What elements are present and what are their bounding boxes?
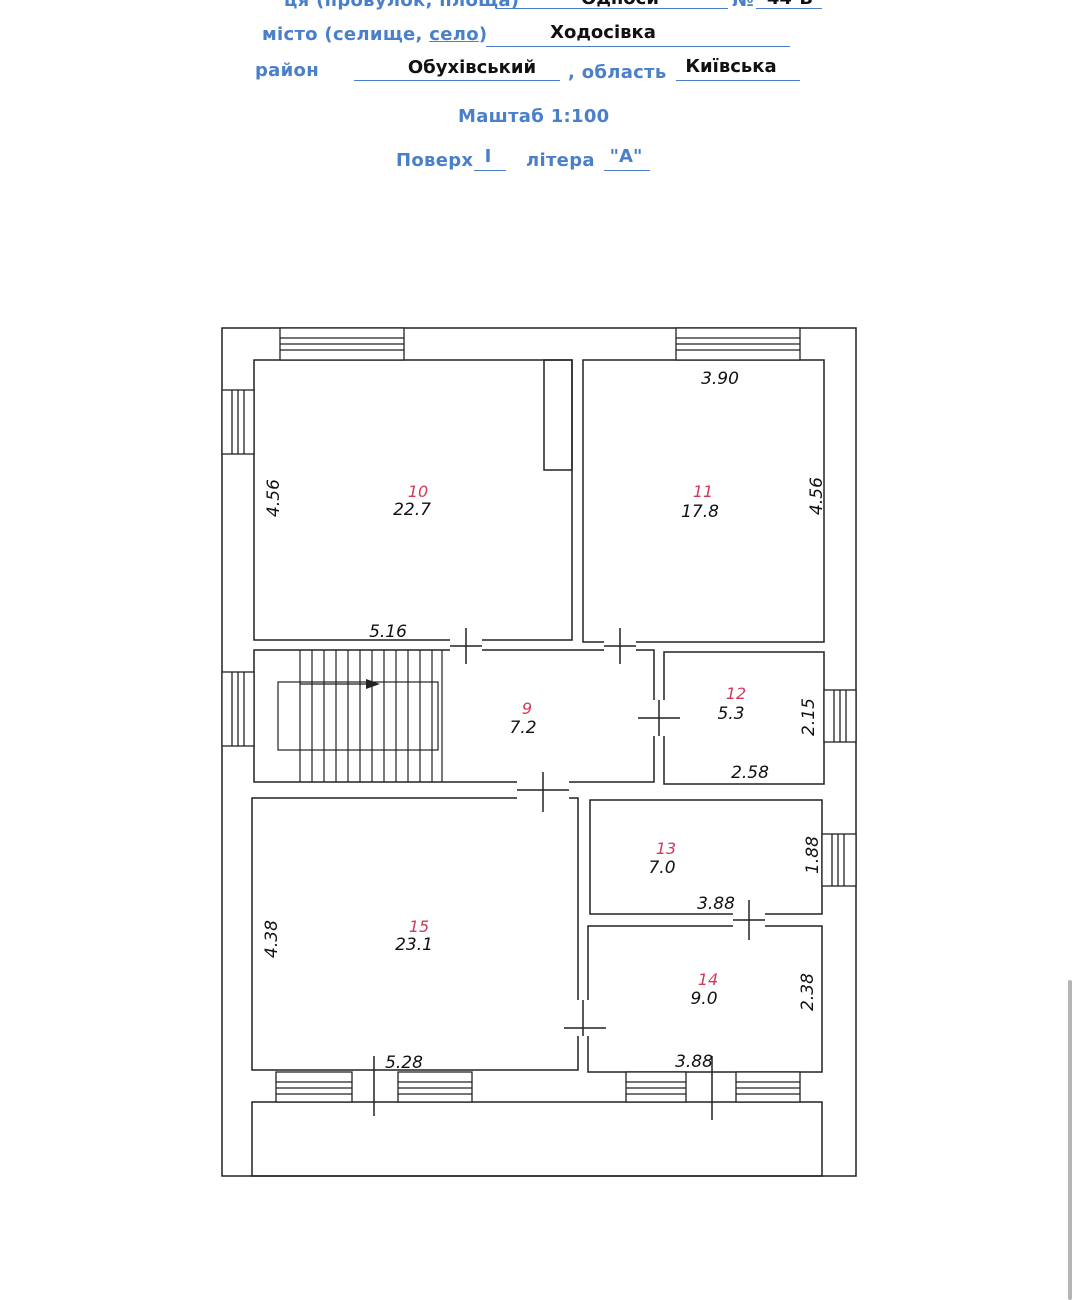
room-15-label: 15 23.1: [395, 917, 433, 955]
room-number: 9: [522, 699, 532, 718]
room-9-label: 9 7.2: [509, 699, 536, 738]
district-label: район: [255, 60, 319, 81]
room-14-outline: [587, 925, 823, 1073]
street-value: Односи: [560, 0, 680, 9]
window-right-2: [821, 833, 857, 887]
vertical-scrollbar[interactable]: [1068, 980, 1072, 1300]
street-label: ця (провулок, площа): [284, 0, 520, 11]
dim-room-15-height: 4.38: [262, 920, 282, 958]
dim-room-11-width: 3.90: [701, 369, 739, 389]
dim-room-10-width: 5.16: [369, 622, 407, 642]
window-bottom-4: [735, 1071, 801, 1103]
room-area: 17.8: [681, 502, 719, 522]
letter-label: літера: [526, 150, 595, 171]
dim-room-11-height: 4.56: [807, 477, 827, 515]
room-13-label: 13 7.0: [648, 839, 676, 878]
room-9-outline: [253, 649, 655, 783]
dim-room-15-width: 5.28: [385, 1053, 423, 1073]
city-label: місто (селище, село): [262, 24, 488, 45]
region-underline: [676, 80, 800, 81]
window-left-2: [221, 671, 255, 747]
region-value: Київська: [685, 56, 777, 77]
room-number: 10: [408, 482, 428, 501]
room-10-label: 10 22.7: [393, 482, 431, 520]
room-area: 23.1: [395, 935, 433, 955]
room-11-outline: [582, 359, 825, 643]
dim-room-12-width: 2.58: [731, 763, 769, 783]
room-area: 7.0: [648, 858, 675, 878]
scale-label: Маштаб 1:100: [458, 106, 610, 127]
window-left-1: [221, 389, 255, 455]
number-label: №: [732, 0, 754, 11]
window-bottom-1: [275, 1071, 353, 1103]
dim-room-14-height: 2.38: [798, 973, 818, 1011]
room-12-label: 12 5.3: [717, 684, 746, 724]
room-area: 5.3: [717, 704, 744, 724]
floor-label: Поверх: [396, 150, 474, 171]
room-area: 22.7: [393, 500, 431, 520]
dim-room-12-height: 2.15: [799, 698, 819, 736]
number-value: 44-Б: [760, 0, 820, 9]
window-right-1: [823, 689, 857, 743]
dim-room-13-height: 1.88: [803, 836, 823, 874]
room-10-niche: [543, 359, 573, 471]
room-11-label: 11 17.8: [681, 482, 719, 522]
number-underline: [756, 8, 822, 9]
room-number: 11: [693, 482, 713, 501]
room-15-outline: [251, 797, 579, 1071]
window-bottom-2: [397, 1071, 473, 1103]
outer-wall: [221, 327, 857, 1177]
stair-direction-arrow: [366, 679, 380, 689]
room-number: 15: [409, 917, 429, 936]
terrace-outline: [251, 1101, 823, 1177]
door-symbols: [373, 628, 765, 1120]
windows: [221, 327, 857, 1103]
letter-value: "А": [609, 146, 643, 167]
room-area: 9.0: [690, 989, 717, 1009]
city-underline: [486, 46, 790, 47]
district-value: Обухівський: [407, 57, 537, 78]
region-label: , область: [568, 62, 667, 83]
floor-underline: [474, 170, 506, 171]
room-10-outline: [253, 359, 573, 641]
room-number: 13: [656, 839, 676, 858]
room-14-label: 14 9.0: [690, 970, 718, 1009]
dim-room-14-width: 3.88: [675, 1052, 713, 1072]
dim-room-10-height: 4.56: [264, 479, 284, 517]
staircase: [277, 650, 443, 782]
letter-underline: [604, 170, 650, 171]
dim-room-13-width: 3.88: [697, 894, 735, 914]
district-underline: [354, 80, 560, 81]
floor-value: I: [484, 146, 492, 167]
street-underline: [496, 8, 728, 9]
window-top-right: [675, 327, 801, 361]
room-number: 12: [726, 684, 746, 703]
window-top-left: [279, 327, 405, 361]
room-area: 7.2: [509, 718, 536, 738]
window-bottom-3: [625, 1071, 687, 1103]
city-value: Ходосівка: [550, 22, 656, 43]
room-number: 14: [698, 970, 718, 989]
